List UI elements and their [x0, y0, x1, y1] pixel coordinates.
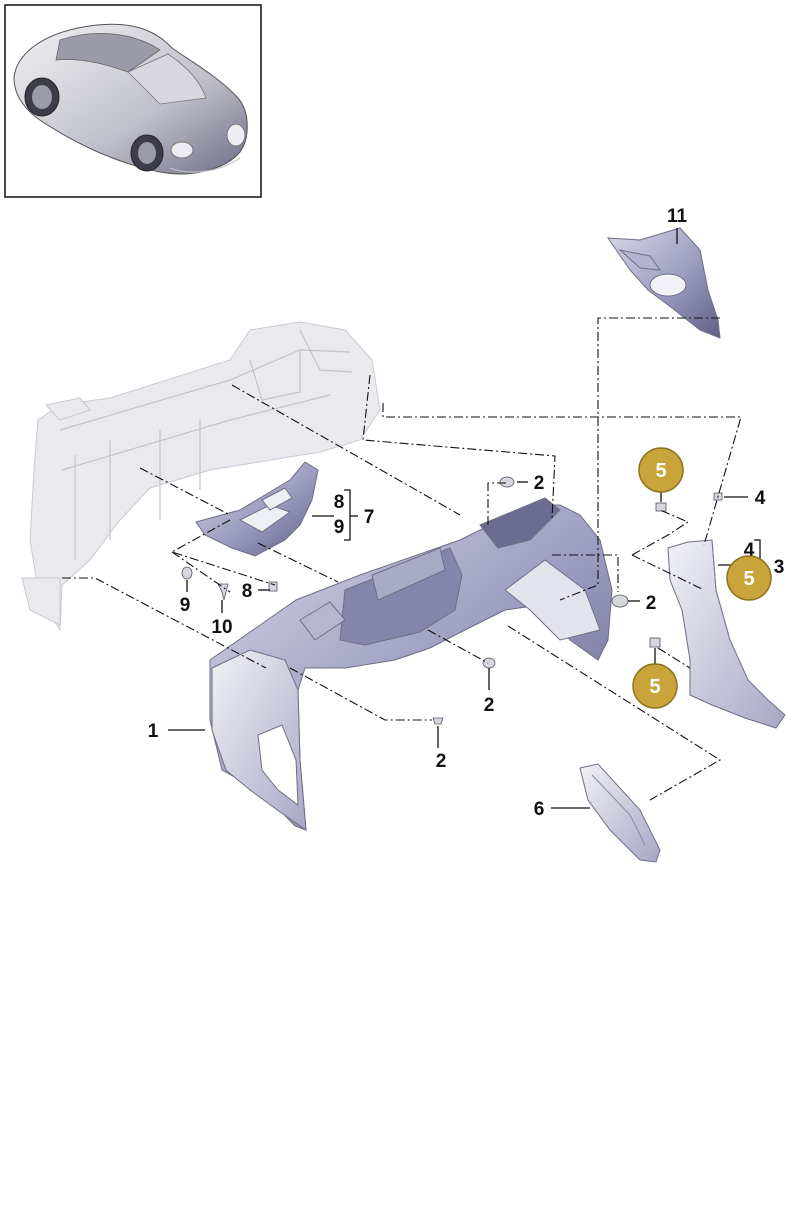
bolt-10 [217, 583, 229, 601]
car-thumbnail-icon [13, 23, 248, 175]
clip-2-mid [482, 657, 496, 669]
badge-5-upper-label: 5 [655, 460, 666, 482]
callout-2-mid: 2 [484, 695, 495, 716]
clip-2-top [499, 476, 515, 488]
callout-1: 1 [148, 721, 159, 742]
leader-lines [168, 228, 768, 809]
callout-4-clip: 4 [755, 488, 766, 509]
callout-7: 7 [364, 507, 375, 528]
part-1-rear-trim [209, 497, 613, 832]
badge-5-upper[interactable]: 5 [638, 447, 684, 493]
callout-8-nut: 8 [242, 581, 253, 602]
callout-11: 11 [667, 206, 688, 227]
badge-5-right-label: 5 [743, 568, 754, 590]
callout-2-lower: 2 [436, 751, 447, 772]
part-7-bracket [195, 461, 319, 557]
nut-8 [268, 581, 278, 592]
clip-2-lower [432, 717, 444, 725]
clip-5-lower [649, 637, 661, 648]
car-thumbnail [4, 4, 262, 198]
callout-8-assembly: 8 [334, 492, 345, 513]
badge-5-lower[interactable]: 5 [632, 663, 678, 709]
callout-4-assembly: 4 [744, 540, 755, 561]
badge-5-lower-label: 5 [649, 676, 660, 698]
badges-part-5: 5 5 5 [632, 447, 772, 709]
part-6-cover [579, 763, 661, 863]
callout-9-assembly: 9 [334, 517, 345, 538]
callout-6: 6 [534, 799, 545, 820]
assembly-lines [62, 317, 742, 801]
clip-5-upper [655, 502, 667, 512]
callout-2-top: 2 [534, 473, 545, 494]
callout-9-washer: 9 [180, 595, 191, 616]
part-11-upper-bracket [607, 227, 721, 339]
callout-labels: 1 2 2 2 2 3 4 4 6 7 8 9 8 9 10 11 [148, 206, 785, 820]
callout-10: 10 [211, 617, 232, 638]
callout-3: 3 [774, 557, 785, 578]
body-structure-ghost [21, 321, 381, 632]
clip-2-right [611, 594, 629, 608]
badge-5-right[interactable]: 5 [726, 555, 772, 601]
washer-9 [181, 566, 193, 580]
callout-2-right: 2 [646, 593, 657, 614]
